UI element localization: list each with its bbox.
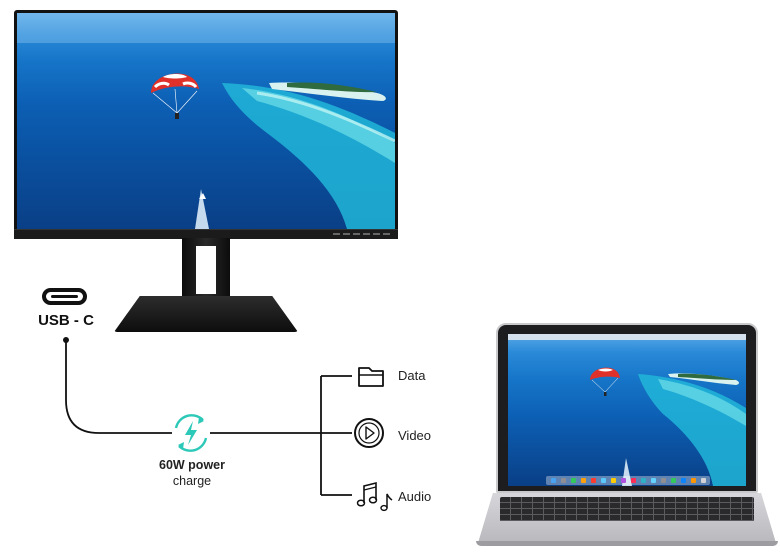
laptop-screen (508, 334, 746, 486)
monitor-button (343, 233, 350, 235)
dock-app-icon (620, 478, 626, 483)
usb-c-port-slot (51, 295, 78, 298)
monitor-stand-base (114, 296, 298, 332)
monitor-stand-cable-hole (196, 246, 216, 294)
power-title: 60W power (159, 458, 225, 472)
output-label-audio: Audio (398, 489, 432, 504)
monitor-button (363, 233, 370, 235)
power-label: 60W power charge (142, 457, 242, 489)
dock-app-icon (690, 478, 696, 483)
folder-icon (358, 367, 384, 387)
play-icon (354, 418, 384, 448)
dock-app-icon (650, 478, 656, 483)
monitor-screen (17, 13, 395, 229)
dock-app-icon (640, 478, 646, 483)
monitor-chin (14, 229, 398, 239)
dock-app-icon (590, 478, 596, 483)
music-notes-icon (356, 481, 393, 512)
dock-app-icon (680, 478, 686, 483)
laptop-menu-bar (508, 334, 746, 340)
output-label-data: Data (398, 368, 426, 383)
dock-app-icon (610, 478, 616, 483)
dock-app-icon (660, 478, 666, 483)
laptop-dock (546, 476, 710, 485)
power-charge-icon (174, 414, 208, 452)
laptop-front-edge (476, 541, 778, 546)
dock-app-icon (580, 478, 586, 483)
monitor-power-button (383, 233, 390, 235)
output-branch-lines (320, 375, 352, 496)
dock-app-icon (630, 478, 636, 483)
monitor-button (353, 233, 360, 235)
dock-app-icon (700, 478, 706, 483)
monitor-button (373, 233, 380, 235)
ocean-wallpaper (17, 13, 395, 229)
monitor-button (333, 233, 340, 235)
usb-c-cable-line (63, 337, 352, 434)
laptop-keyboard-rows (500, 497, 754, 521)
output-label-video: Video (398, 428, 432, 443)
dock-app-icon (600, 478, 606, 483)
usb-c-label: USB - C (38, 312, 94, 329)
power-subtitle: charge (172, 474, 212, 488)
dock-app-icon (560, 478, 566, 483)
dock-app-icon (670, 478, 676, 483)
dock-app-icon (550, 478, 556, 483)
laptop-ocean-wallpaper (590, 367, 746, 486)
dock-app-icon (570, 478, 576, 483)
